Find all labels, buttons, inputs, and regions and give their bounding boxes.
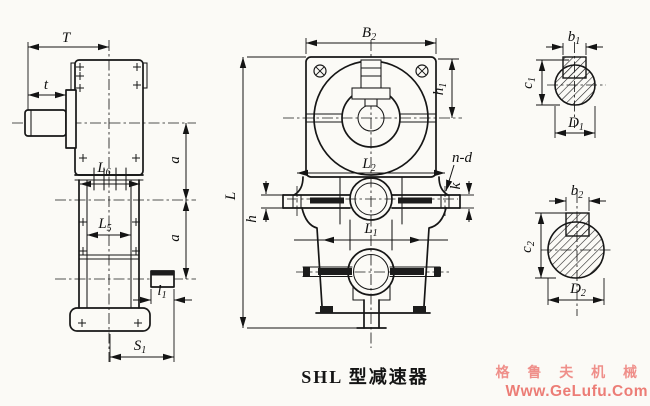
figure-caption: SHL 型减速器 xyxy=(301,366,429,387)
watermark-brand-cn: 格 鲁 夫 机 械 xyxy=(495,364,644,380)
dim-label-b1: b1 xyxy=(568,29,581,47)
lower-bore-circle xyxy=(352,253,390,291)
dim-label-B2: B2 xyxy=(362,25,376,43)
dim-label-L: L xyxy=(223,192,239,201)
dim-label-D1: D1 xyxy=(567,115,584,133)
corner-bolt-left xyxy=(313,64,327,78)
dim-label-h1: h1 xyxy=(431,83,449,96)
upper-bore-circle xyxy=(354,182,388,216)
dim-label-S1: S1 xyxy=(134,338,147,356)
dim-label-a-upper: a xyxy=(167,156,183,164)
fillet-left xyxy=(293,176,304,196)
dim-label-b2: b2 xyxy=(571,183,584,201)
watermark-url: Www.GeLufu.Com xyxy=(506,383,648,400)
dim-label-k: k xyxy=(448,182,464,189)
shaft-section-circle-2 xyxy=(547,221,605,279)
foot-right xyxy=(413,306,426,313)
side-view: T t L6 L5 a a l1 S1 xyxy=(12,30,196,362)
fillet-right xyxy=(438,176,449,196)
bearing-cap-right xyxy=(142,62,148,89)
shaft-section-2: b2 c2 D2 xyxy=(519,183,612,316)
front-view: B2 h1 L L2 L1 h k n-d xyxy=(223,25,474,348)
corner-bolt-right xyxy=(415,64,429,78)
skirt-right xyxy=(423,207,447,307)
skirt-left xyxy=(301,207,323,307)
dim-label-c2: c2 xyxy=(519,241,537,253)
dim-label-T: T xyxy=(62,30,72,46)
dim-label-t: t xyxy=(44,77,49,93)
dim-label-c1: c1 xyxy=(520,77,538,89)
dim-label-l1: l1 xyxy=(157,283,166,301)
upper-boss-circle xyxy=(349,177,393,221)
dim-label-n-d: n-d xyxy=(452,150,472,166)
dim-label-L5: L5 xyxy=(97,216,111,234)
dim-label-D2: D2 xyxy=(569,281,586,299)
dim-label-L6: L6 xyxy=(96,160,110,178)
breather-base xyxy=(351,87,391,100)
housing-base xyxy=(69,307,151,332)
dim-label-L1: L1 xyxy=(363,221,377,239)
input-shaft-flange xyxy=(65,89,77,149)
watermark: 格 鲁 夫 机 械 Www.GeLufu.Com xyxy=(495,364,648,400)
top-flange-plate xyxy=(305,56,437,178)
dim-label-h: h xyxy=(244,215,260,223)
shaft-section-circle-1 xyxy=(554,64,596,106)
dim-label-L2: L2 xyxy=(361,156,375,174)
breather-plug xyxy=(360,59,382,89)
foot-left xyxy=(320,306,333,313)
dim-label-a-lower: a xyxy=(167,234,183,242)
shaft-section-1: b1 c1 D1 xyxy=(520,29,606,138)
